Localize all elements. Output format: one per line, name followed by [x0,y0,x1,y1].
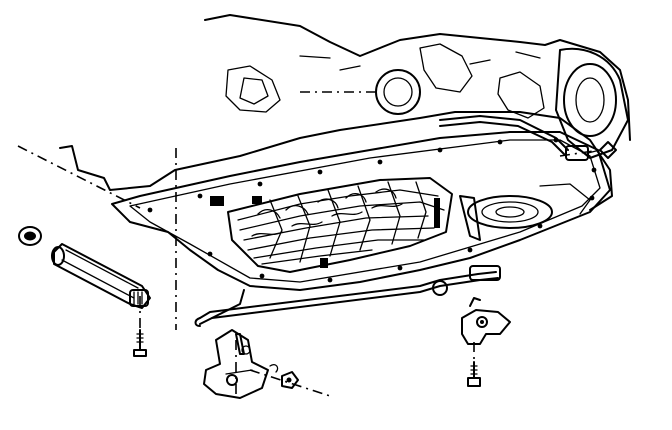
servo-cover [459,183,591,241]
rod-end-grommet [432,280,448,296]
bracket-nut [269,364,299,389]
case-boss [225,65,281,113]
accumulator [51,243,151,309]
center-lines [17,91,601,397]
shift-link-rod [194,265,501,327]
oil-pan-gasket [111,131,611,291]
accumulator-cap [51,246,65,266]
transmission-case [59,14,631,211]
right-bolt [467,361,481,387]
nut-icon [599,141,617,159]
bolt [133,329,147,357]
case-bore [375,69,421,115]
nut [18,226,42,246]
valve-body [210,177,453,273]
output-housing [555,47,629,159]
manual-detent-spring [439,115,617,161]
right-bracket [461,297,511,345]
left-bracket [203,329,269,399]
